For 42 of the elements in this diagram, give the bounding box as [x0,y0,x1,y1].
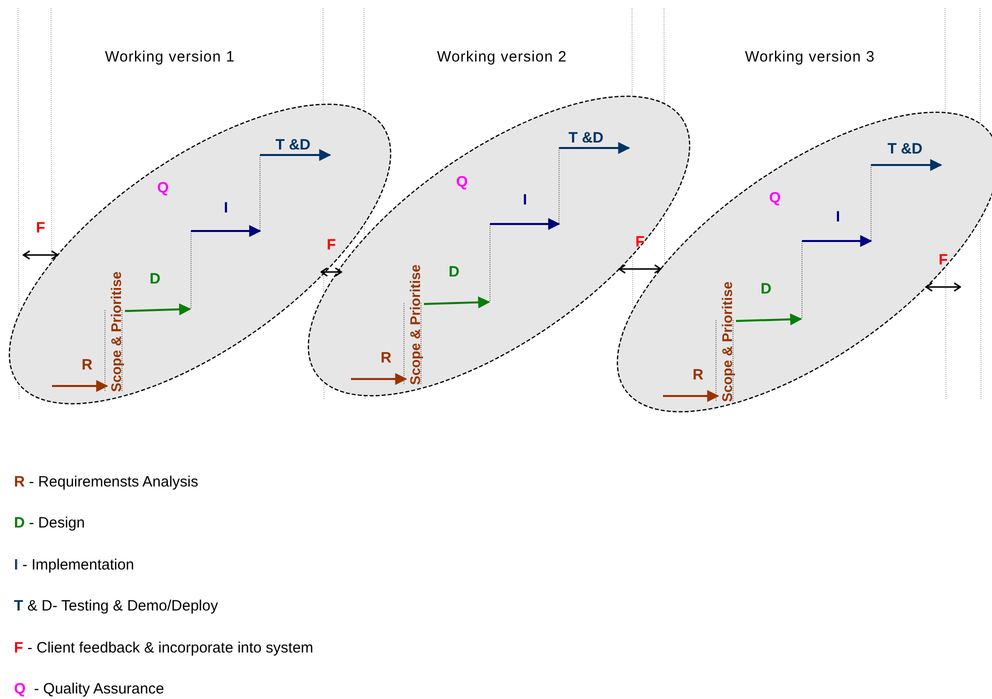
phase-letter: I [836,210,840,224]
legend-entry: I - Implementation [14,558,134,572]
legend-entry: D - Design [14,516,85,530]
edge-label: F [326,238,336,252]
step-label: Scope & Prioritise [718,260,736,402]
phase-letter: I [224,200,228,216]
arrow [124,303,192,316]
edge-label: D [448,264,460,280]
step-label: Scope & Prioritise [107,250,125,392]
phase-letter: T &D [276,138,310,152]
double-arrow [22,250,58,260]
arrow [351,373,408,385]
step-label: Scope & Prioritise [406,243,424,385]
column-title: Working version 3 [745,50,875,64]
double-arrow [925,282,961,292]
phase-letter: T &D [568,130,604,146]
edge-label: F [938,252,948,268]
arrow [424,296,490,308]
edge-label: R [82,358,92,372]
edge-label: F [36,220,46,236]
double-arrow [320,267,342,277]
phase-letter: T &D [888,142,922,156]
column-title: Working version 1 [105,50,235,64]
edge-label: F [635,234,645,250]
double-arrow [618,264,662,274]
edge-label: D [150,272,160,286]
phase-letter: Q [769,190,781,206]
legend-entry: R - Requiremensts Analysis [14,474,198,490]
phase-letter: I [522,192,528,208]
iteration-ellipse [8,103,392,405]
phase-letter: Q [157,180,169,196]
phase-letter: Q [456,174,468,190]
arrow [736,313,802,326]
edge-label: D [760,282,772,296]
edge-label: R [380,350,392,366]
legend-entry: F - Client feedback & incorporate into system [14,640,314,656]
edge-label: R [692,368,704,382]
arrow [52,380,108,392]
legend-entry: Q - Quality Assurance [14,682,164,696]
arrow [663,390,720,402]
column-title: Working version 2 [437,50,567,64]
legend-entry: T & D- Testing & Demo/Deploy [14,598,218,614]
